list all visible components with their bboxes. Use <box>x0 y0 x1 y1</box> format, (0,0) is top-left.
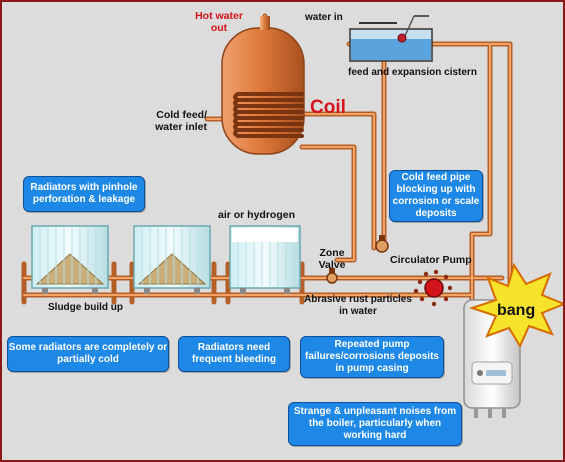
air-hydrogen-label: air or hydrogen <box>218 209 296 221</box>
pinhole-callout: Radiators with pinhole perforation & lea… <box>23 176 145 212</box>
noises-callout: Strange & unpleasant noises from the boi… <box>288 402 462 446</box>
cold-feed-pipe-callout: Cold feed pipe blocking up with corrosio… <box>389 170 483 222</box>
cold-radiators-callout: Some radiators are completely or partial… <box>7 336 169 372</box>
zone-valve-icon <box>326 268 338 284</box>
cold-feed-label: Cold feed/ water inlet <box>155 109 207 133</box>
valve-icon <box>375 235 389 253</box>
bleeding-callout: Radiators need frequent bleeding <box>178 336 290 372</box>
zone-valve-label: Zone Valve <box>318 247 346 271</box>
pump-failures-callout: Repeated pump failures/corrosions deposi… <box>300 336 444 378</box>
circulator-pump-label: Circulator Pump <box>390 254 472 266</box>
coil-label: Coil <box>310 97 346 118</box>
feed-cistern-label: feed and expansion cistern <box>348 67 477 78</box>
abrasive-rust-label: Abrasive rust particles in water <box>304 294 412 317</box>
pump-icon <box>413 269 453 307</box>
ball-float-icon <box>397 33 407 43</box>
feed-expansion-cistern <box>349 15 433 62</box>
sludge-label: Sludge build up <box>48 302 123 313</box>
hot-water-out-label: Hot water out <box>195 10 243 34</box>
radiator-fins <box>39 228 295 286</box>
bang-label: bang <box>497 302 536 319</box>
water-in-label: water in <box>305 12 343 23</box>
radiator-3 <box>229 225 301 294</box>
radiator-1 <box>31 225 109 294</box>
bang-burst-icon <box>468 262 563 349</box>
radiator-2 <box>133 225 211 294</box>
coil <box>233 92 304 138</box>
